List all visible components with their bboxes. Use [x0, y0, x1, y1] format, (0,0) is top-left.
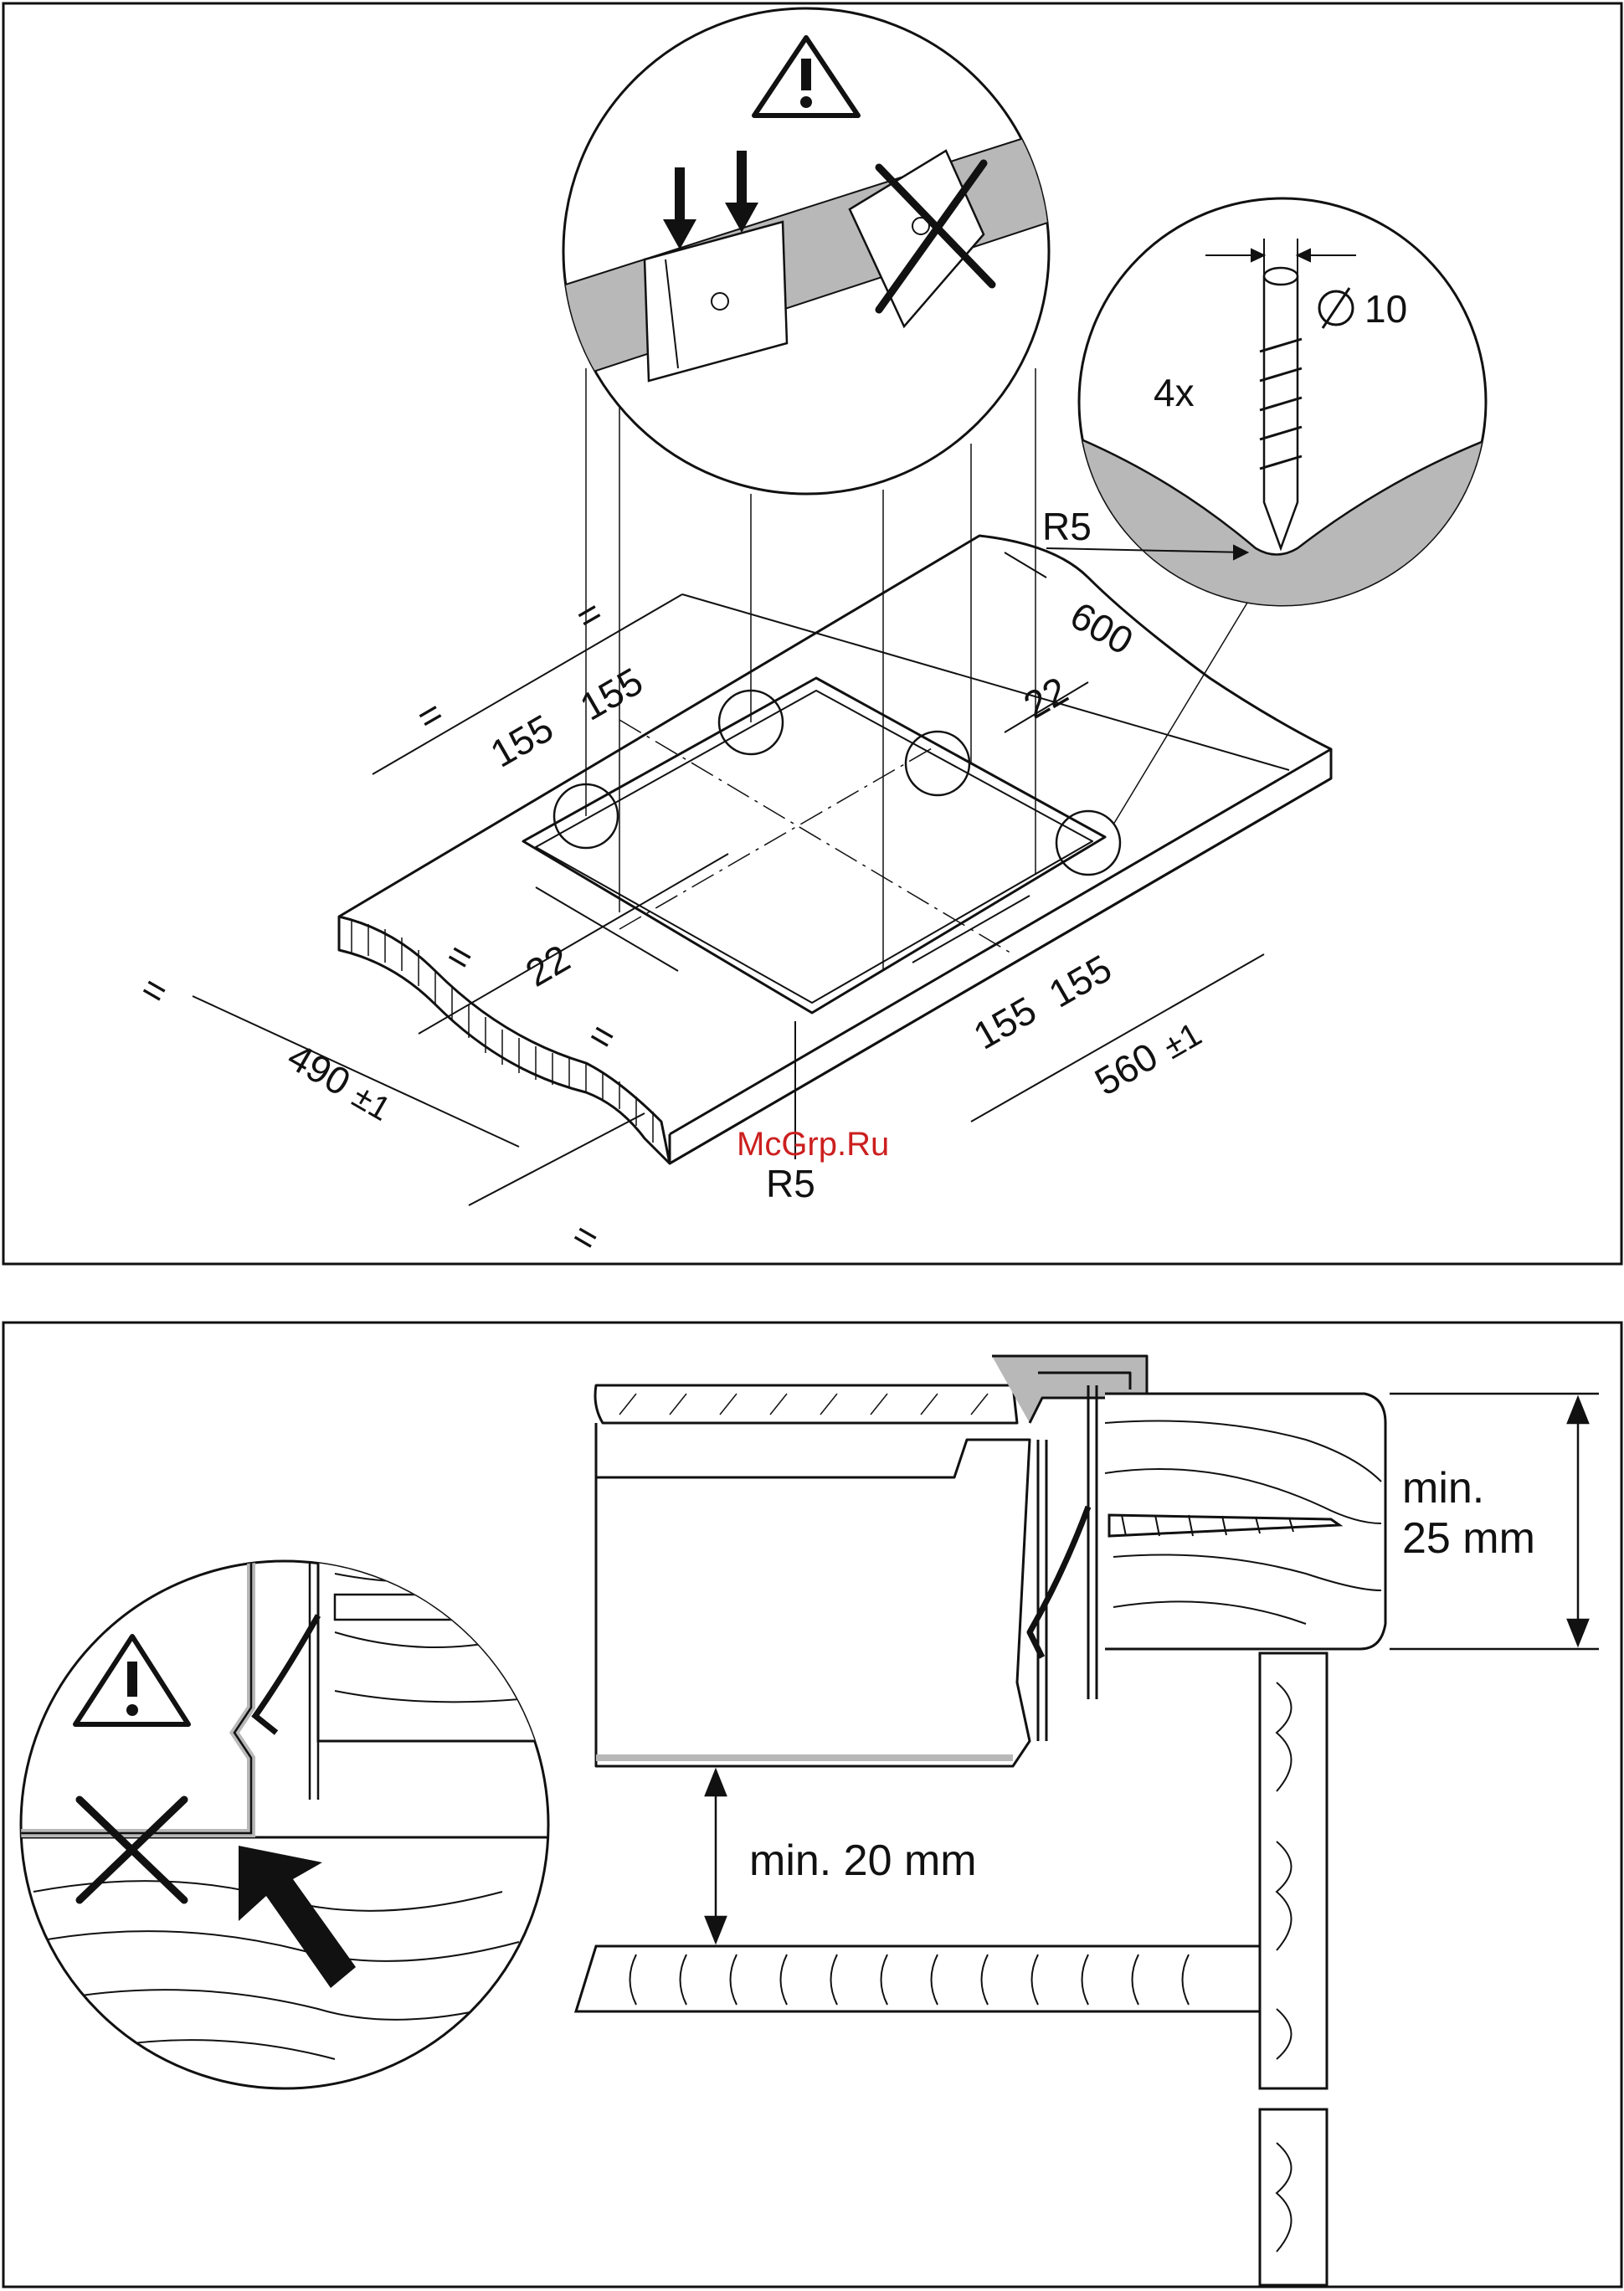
- min-gap-label: min. 20 mm: [749, 1836, 977, 1885]
- dim-560: 560: [1087, 1034, 1164, 1103]
- cabinet-side: [1260, 1653, 1327, 2285]
- screw-count: 4x: [1154, 371, 1195, 414]
- dim-490-tol: ±1: [347, 1078, 397, 1128]
- equal-mark-6: =: [565, 1213, 606, 1261]
- equal-mark-2: =: [568, 590, 609, 639]
- worktop-section: [1105, 1394, 1385, 1649]
- dim-155-a: 155: [483, 706, 560, 775]
- screw-diameter: 10: [1364, 287, 1407, 331]
- min-thickness-value: 25 mm: [1402, 1514, 1535, 1563]
- dim-490: 490: [280, 1035, 357, 1104]
- dim-155-d: 155: [1041, 946, 1118, 1015]
- worktop-isometric: [339, 536, 1331, 1163]
- radius-label-top: R5: [1042, 505, 1092, 548]
- screw-detail: [1046, 198, 1498, 636]
- equal-mark-5: =: [134, 966, 175, 1015]
- bracket-warning-detail: [552, 8, 1063, 494]
- cross-section-hob: [595, 1356, 1147, 1766]
- installation-warning-detail: [17, 1540, 603, 2088]
- watermark: McGrp.Ru: [737, 1126, 889, 1163]
- shelf-section: [576, 1946, 1260, 2011]
- min-thickness-label: min.: [1402, 1464, 1484, 1513]
- dim-560-tol: ±1: [1158, 1016, 1208, 1066]
- dim-155-b: 155: [573, 659, 650, 728]
- dim-155-c: 155: [966, 988, 1043, 1057]
- radius-label-bottom: R5: [766, 1162, 815, 1205]
